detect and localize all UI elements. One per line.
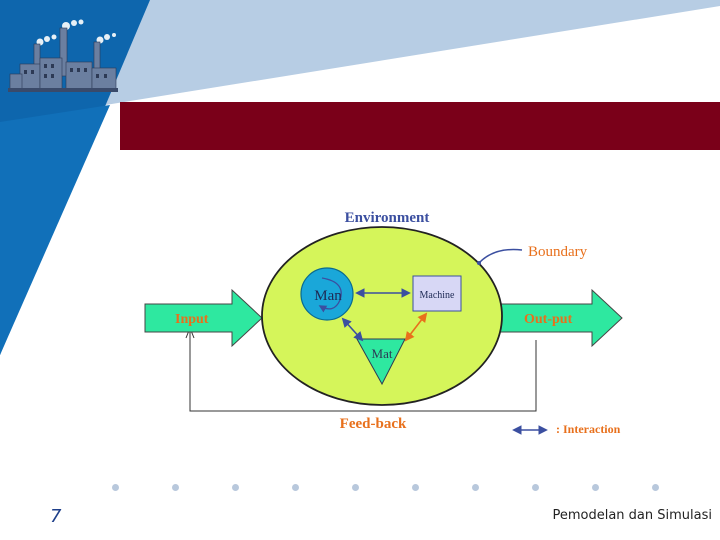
decor-dot <box>412 484 419 491</box>
man-mat-interaction <box>341 317 364 342</box>
footer-text: Pemodelan dan Simulasi <box>552 508 712 523</box>
boundary-pointer-dot <box>477 261 481 265</box>
feedback-label: Feed-back <box>340 416 407 432</box>
feedback-loop-line <box>189 330 537 412</box>
decor-dot <box>532 484 539 491</box>
legend-interaction-label: : Interaction <box>556 422 621 436</box>
mat-node <box>356 338 406 386</box>
decor-dot <box>112 484 119 491</box>
input-label: Input <box>175 312 209 327</box>
man-curl-arrow <box>318 277 342 313</box>
blue-panel-lower <box>0 105 110 355</box>
decor-dot <box>592 484 599 491</box>
boundary-pointer <box>479 248 523 263</box>
man-node <box>300 267 354 321</box>
input-arrow <box>144 288 263 348</box>
page-number: 7 <box>50 506 62 527</box>
mat-label: Mat <box>372 346 393 361</box>
machine-label: Machine <box>420 290 456 301</box>
machine-mat-interaction <box>404 312 428 342</box>
output-arrow <box>499 288 623 348</box>
decor-dot <box>352 484 359 491</box>
decor-dot <box>652 484 659 491</box>
decor-dot <box>232 484 239 491</box>
machine-node <box>412 275 462 312</box>
output-label: Out-put <box>524 312 573 327</box>
decor-dot <box>472 484 479 491</box>
man-label: Man <box>314 288 342 304</box>
decor-dot <box>172 484 179 491</box>
decor-dot <box>292 484 299 491</box>
title-bar <box>120 102 720 150</box>
light-blue-wedge <box>0 0 720 122</box>
environment-label: Environment <box>345 210 430 226</box>
boundary-label: Boundary <box>528 244 588 260</box>
factory-icon <box>8 19 118 92</box>
